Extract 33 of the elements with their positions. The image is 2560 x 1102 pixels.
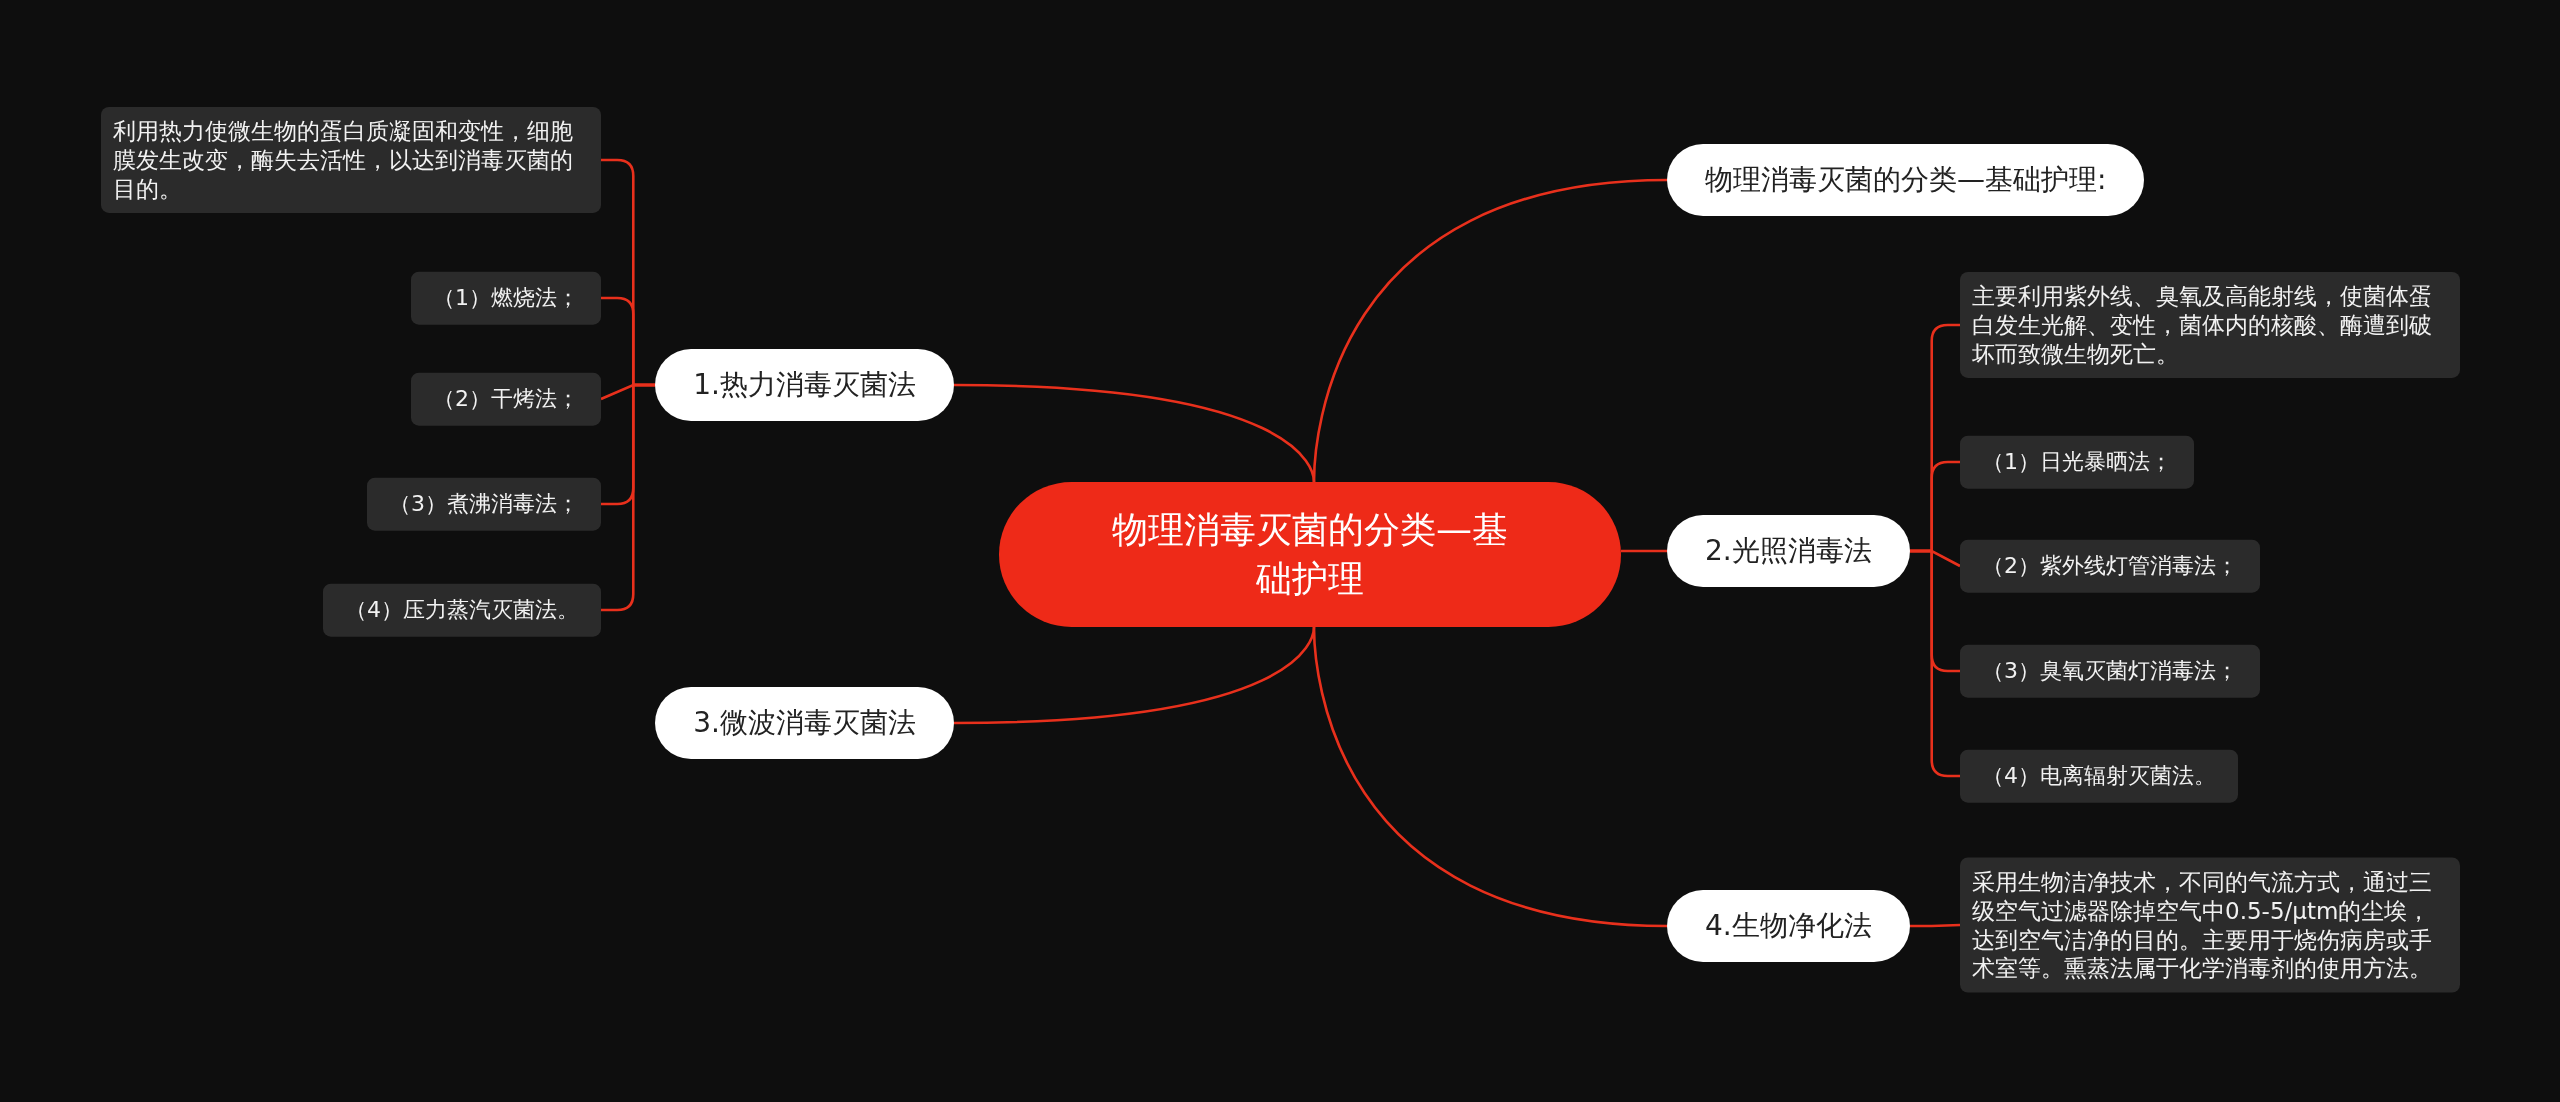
- item-card: [411, 372, 601, 426]
- connector-line: [1909, 923, 1961, 928]
- note-card: [1960, 857, 2460, 993]
- item-text: （3）臭氧灭菌灯消毒法；: [1982, 657, 2238, 683]
- item-text: （1）燃烧法；: [433, 284, 579, 310]
- item-text: （4）电离辐射灭菌法。: [1982, 762, 2216, 788]
- branch-label: 2.光照消毒法: [1705, 533, 1872, 569]
- branch-label: 物理消毒灭菌的分类—基础护理:: [1705, 162, 2107, 198]
- connector-line: [1621, 549, 1667, 553]
- item-text: （2）紫外线灯管消毒法；: [1982, 552, 2238, 578]
- branch-label: 3.微波消毒灭菌法: [693, 705, 916, 741]
- item-text: （4）压力蒸汽灭菌法。: [345, 596, 579, 622]
- note-text: 采用生物洁净技术，不同的气流方式，通过三级空气过滤器除掉空气中0.5-5/μtm的尘埃，达到空气洁净的目的。主要用于烧伤病房或手术室等。熏蒸法属于化学消毒剂的使用方法。: [1972, 868, 2432, 981]
- item-card: [1960, 749, 2238, 803]
- item-card: [1960, 539, 2260, 593]
- item-card: [411, 271, 601, 325]
- connector-line: [952, 626, 1316, 725]
- connector-line: [952, 383, 1316, 483]
- note-card: [1960, 271, 2460, 379]
- item-card: [367, 477, 601, 531]
- item-card: [1960, 644, 2260, 698]
- branch-label: 4.生物净化法: [1705, 908, 1872, 944]
- central-topic-text: 物理消毒灭菌的分类—基础护理: [1111, 507, 1509, 601]
- connector-line: [1312, 626, 1669, 928]
- item-card: [1960, 435, 2194, 489]
- item-text: （1）日光暴晒法；: [1982, 448, 2172, 474]
- note-card: [101, 106, 601, 214]
- item-text: （2）干烤法；: [433, 385, 579, 411]
- note-text: 主要利用紫外线、臭氧及高能射线，使菌体蛋白发生光解、变性，菌体内的核酸、酶遭到破坏而致微生物死亡。: [1972, 282, 2432, 367]
- item-card: [323, 583, 601, 637]
- branch-label: 1.热力消毒灭菌法: [693, 367, 916, 403]
- item-text: （3）煮沸消毒法；: [389, 490, 579, 516]
- note-text: 利用热力使微生物的蛋白质凝固和变性，细胞膜发生改变，酶失去活性，以达到消毒灭菌的目的。: [113, 117, 573, 202]
